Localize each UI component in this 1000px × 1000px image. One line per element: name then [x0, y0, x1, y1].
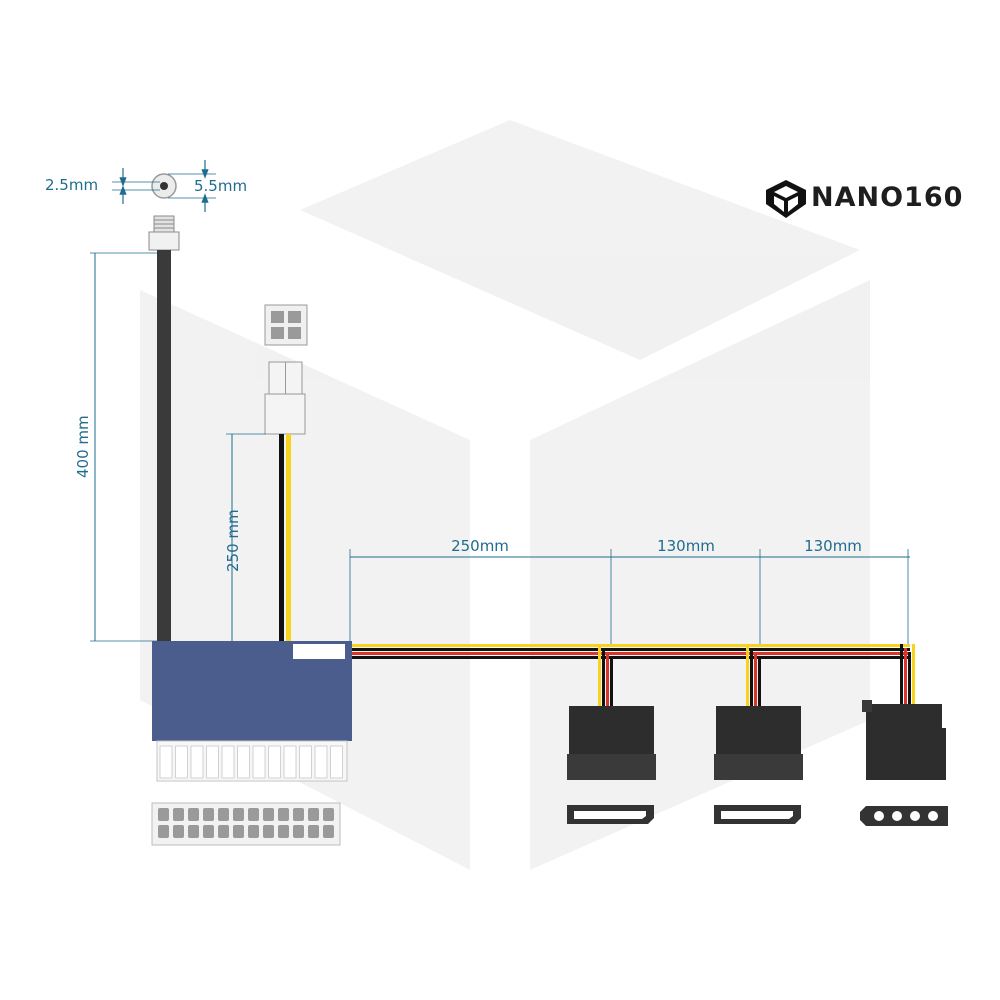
atx-pin-socket [308, 825, 319, 838]
brand-name: NANO160 [811, 182, 963, 213]
segment-2-label: 130mm [657, 537, 715, 555]
inner-diameter-label: 2.5mm [45, 176, 98, 194]
atx-pin [268, 745, 281, 779]
dc-plug-icon [148, 215, 180, 251]
segment-3-label: 130mm [804, 537, 862, 555]
dc-plug [148, 215, 180, 642]
atx-pin [283, 745, 297, 779]
atx-pin [190, 745, 204, 779]
atx-pin-socket [233, 808, 244, 821]
atx-pin [159, 745, 173, 779]
molex-connector [860, 700, 948, 826]
atx-pin-socket [278, 808, 289, 821]
atx-pin-socket [218, 825, 229, 838]
atx-pin-socket [173, 825, 184, 838]
segment-1-label: 250mm [451, 537, 509, 555]
atx-pin-socket [188, 808, 199, 821]
cpu-cable-length-label: 250 mm [224, 509, 242, 572]
dc-jack-icon [151, 173, 177, 199]
atx-pin-socket [188, 825, 199, 838]
atx-pin-socket [263, 825, 274, 838]
outer-diameter-label: 5.5mm [194, 177, 247, 195]
dc-cable [157, 250, 171, 642]
atx-pin-socket [173, 808, 184, 821]
atx-pin-socket [233, 825, 244, 838]
atx-pin-socket [293, 825, 304, 838]
atx-pin-socket [278, 825, 289, 838]
atx-pin-socket [263, 808, 274, 821]
atx-pin-socket [248, 825, 259, 838]
sata-power-icon [714, 805, 801, 824]
cpu-wire-yellow [286, 434, 291, 642]
atx-24pin-icon [151, 802, 341, 846]
cpu-cable-dimension: 250 mm [224, 433, 266, 641]
atx-pin-socket [203, 808, 214, 821]
atx-pin-socket [218, 808, 229, 821]
atx-pin-socket [293, 808, 304, 821]
atx-pin-socket [203, 825, 214, 838]
atx-pin [206, 745, 219, 779]
cpu-4pin-icon [264, 304, 308, 346]
dc-cable-length-label: 400 mm [74, 415, 92, 478]
molex-icon [860, 806, 948, 826]
atx-pin [237, 745, 250, 779]
peripheral-harness [352, 644, 915, 706]
atx-pin-socket [248, 808, 259, 821]
brand-logo-icon [766, 180, 806, 218]
cpu-wire-black [279, 434, 284, 642]
atx-pin-socket [308, 808, 319, 821]
dc-cable-dimension: 400 mm [74, 252, 157, 642]
cpu-connector [264, 304, 308, 642]
atx-pin-socket [158, 825, 169, 838]
atx-pin [175, 745, 188, 779]
atx-pin [314, 745, 328, 779]
brand-logo: NANO160 [766, 180, 963, 218]
sata-power-icon [567, 805, 654, 824]
atx-pin [299, 745, 312, 779]
harness-dimension: 250mm 130mm 130mm [349, 537, 910, 644]
psu-board [152, 641, 352, 782]
sata-connector-1 [567, 706, 656, 824]
atx-pin [252, 745, 266, 779]
atx-pin [330, 745, 343, 779]
atx-pin [221, 745, 235, 779]
atx-pin-socket [323, 808, 334, 821]
atx-pin-socket [158, 808, 169, 821]
atx-pin-socket [323, 825, 334, 838]
sata-connector-2 [714, 706, 803, 824]
dc-jack-dimension: 2.5mm 5.5mm [45, 160, 247, 212]
